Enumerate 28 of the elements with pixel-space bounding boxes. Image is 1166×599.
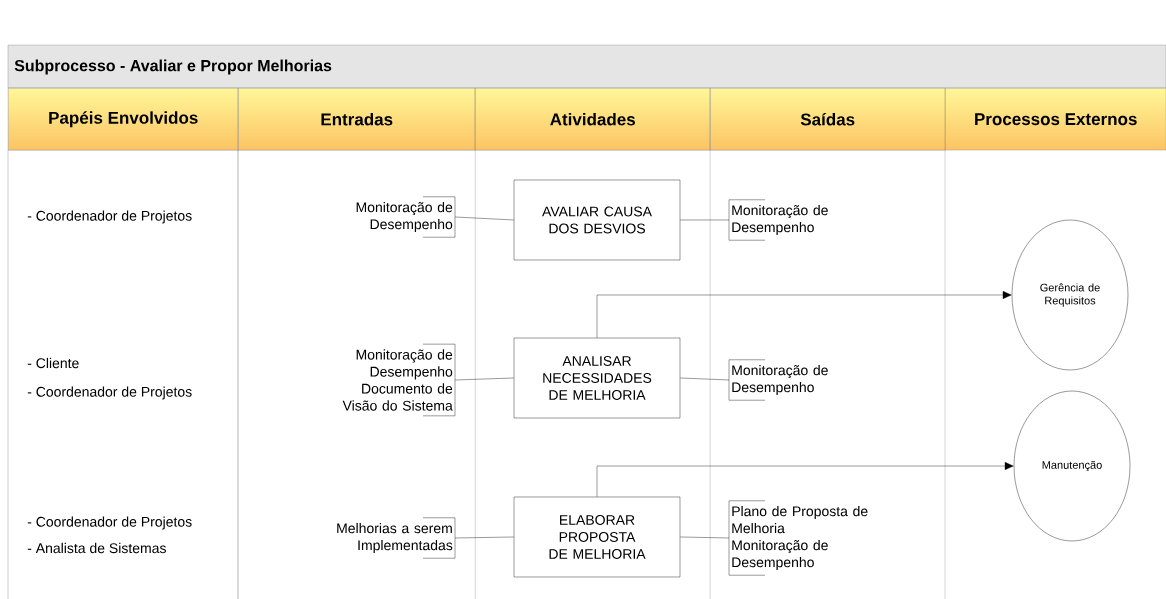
annotation-bracket: Plano de Proposta de Melhoria Monitoração de Desempenho — [728, 500, 868, 576]
arrow — [596, 462, 1014, 497]
activity-box: ELABORAR PROPOSTA DE MELHORIA — [513, 496, 681, 578]
activity-box: ANALISAR NECESSIDADES DE MELHORIA — [513, 337, 681, 419]
connector-line — [454, 216, 514, 221]
column-header: Processos Externos — [945, 88, 1166, 151]
role-label: - Coordenador de Projetos — [27, 386, 192, 400]
column-header: Saídas — [710, 88, 946, 151]
connector-line — [680, 536, 730, 539]
role-label: - Coordenador de Projetos — [27, 210, 192, 224]
column-header: Papéis Envolvidos — [8, 88, 239, 151]
connector-line — [680, 219, 730, 221]
annotation-bracket: Monitoração de Desempenho Documento de Visão do Sistema — [342, 343, 456, 417]
connector-line — [454, 536, 514, 539]
role-label: - Coordenador de Projetos — [27, 516, 192, 530]
role-label: - Cliente — [27, 357, 79, 369]
column-header: Atividades — [475, 88, 711, 151]
annotation-bracket: Monitoração de Desempenho — [728, 199, 828, 241]
connector-line — [454, 377, 514, 381]
annotation-bracket: Monitoração de Desempenho — [356, 196, 456, 238]
connector-line — [680, 377, 730, 381]
activity-box: AVALIAR CAUSA DOS DESVIOS — [513, 179, 681, 261]
column-header: Entradas — [238, 88, 476, 151]
annotation-bracket: Melhorias a serem Implementadas — [337, 517, 456, 559]
role-label: - Analista de Sistemas — [27, 542, 166, 554]
annotation-bracket: Monitoração de Desempenho — [728, 359, 828, 401]
arrow — [596, 291, 1012, 338]
title: Subprocesso - Avaliar e Propor Melhorias — [14, 59, 332, 75]
